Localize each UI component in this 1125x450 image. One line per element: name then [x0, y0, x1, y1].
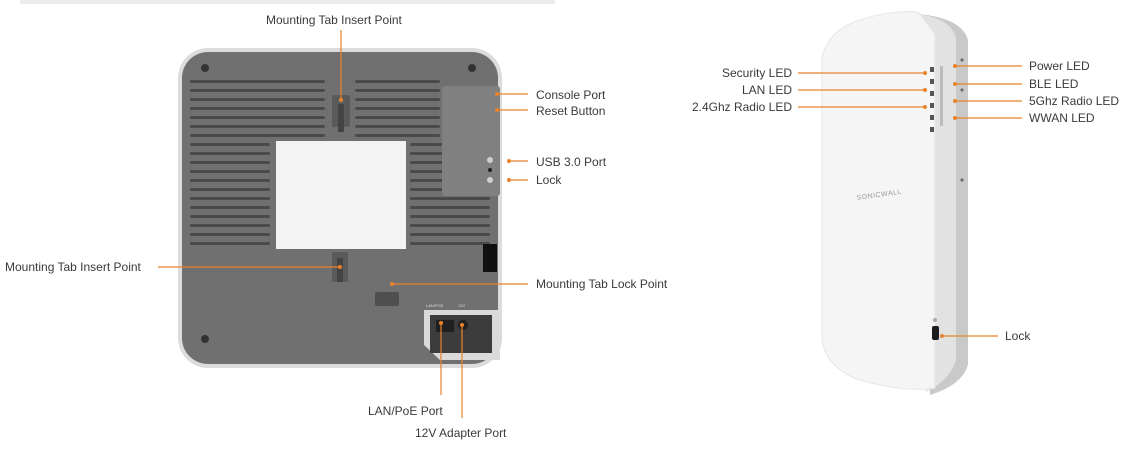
vent-slot: [410, 242, 490, 245]
screw-icon: [468, 64, 476, 72]
vent-slot: [190, 80, 325, 83]
vent-slot: [355, 89, 440, 92]
label-lan-poe-port: LAN/PoE Port: [368, 404, 443, 418]
label-plate: [276, 141, 406, 249]
vent-slot: [355, 80, 440, 83]
label-mounting-tab-insert-top: Mounting Tab Insert Point: [266, 13, 402, 27]
lock-hole-icon: [487, 177, 493, 183]
vent-slot: [355, 98, 440, 101]
label-lock-back: Lock: [536, 173, 562, 187]
lock-icon: [933, 318, 937, 322]
vent-slot: [190, 197, 270, 200]
usb-port-icon: [487, 157, 493, 163]
label-lock-side: Lock: [1005, 329, 1031, 343]
vent-slot: [410, 197, 490, 200]
vent-slot: [355, 116, 440, 119]
label-mounting-tab-insert-left: Mounting Tab Insert Point: [5, 260, 141, 274]
label-radio24-led: 2.4Ghz Radio LED: [691, 100, 792, 114]
label-console-port: Console Port: [536, 88, 606, 102]
vent-slot: [190, 98, 325, 101]
side-sticker: [483, 244, 497, 272]
vent-slot: [190, 161, 270, 164]
vent-slot: [410, 215, 490, 218]
vent-slot: [190, 188, 270, 191]
label-usb-port: USB 3.0 Port: [536, 155, 607, 169]
device-front-view: SONICWALL: [821, 11, 968, 395]
label-wwan-led: WWAN LED: [1029, 111, 1095, 125]
vent-slot: [190, 170, 270, 173]
mount-lock-tab: [375, 292, 399, 306]
vent-slot: [190, 242, 270, 245]
vent-slot: [410, 224, 490, 227]
label-radio5-led: 5Ghz Radio LED: [1029, 94, 1120, 108]
device-back-view: LAN/POE 12V: [178, 48, 502, 368]
label-ble-led: BLE LED: [1029, 77, 1079, 91]
vent-slot: [355, 134, 440, 137]
vent-slot: [190, 152, 270, 155]
port-text-lan: LAN/POE: [426, 303, 444, 308]
vent-slots: [190, 80, 490, 245]
label-lan-led: LAN LED: [741, 83, 792, 97]
screw-icon: [201, 64, 209, 72]
vent-slot: [355, 125, 440, 128]
label-power-led: Power LED: [1029, 59, 1090, 73]
led-indicators: [930, 66, 943, 132]
vent-slot: [190, 179, 270, 182]
port-block: [442, 86, 500, 196]
vent-slot: [190, 206, 270, 209]
top-divider: [20, 0, 555, 4]
leader-lines: [158, 30, 1022, 418]
vent-slot: [410, 206, 490, 209]
vent-slot: [190, 143, 270, 146]
side-lock-slot: [932, 326, 939, 340]
label-12v-adapter-port: 12V Adapter Port: [415, 426, 507, 440]
vent-slot: [190, 224, 270, 227]
lan-port-icon: [436, 320, 454, 332]
vent-slot: [190, 134, 325, 137]
port-text-dc: 12V: [458, 303, 465, 308]
screw-icon: [201, 335, 209, 343]
vent-slot: [190, 215, 270, 218]
vent-slot: [190, 116, 325, 119]
label-security-led: Security LED: [721, 66, 792, 80]
device-front-face: [821, 11, 936, 390]
vent-slot: [190, 233, 270, 236]
vent-slot: [190, 125, 325, 128]
vent-slot: [190, 89, 325, 92]
vent-slot: [355, 107, 440, 110]
label-mounting-tab-lock: Mounting Tab Lock Point: [536, 277, 668, 291]
label-reset-button: Reset Button: [536, 104, 606, 118]
vent-slot: [410, 233, 490, 236]
vent-slot: [190, 107, 325, 110]
